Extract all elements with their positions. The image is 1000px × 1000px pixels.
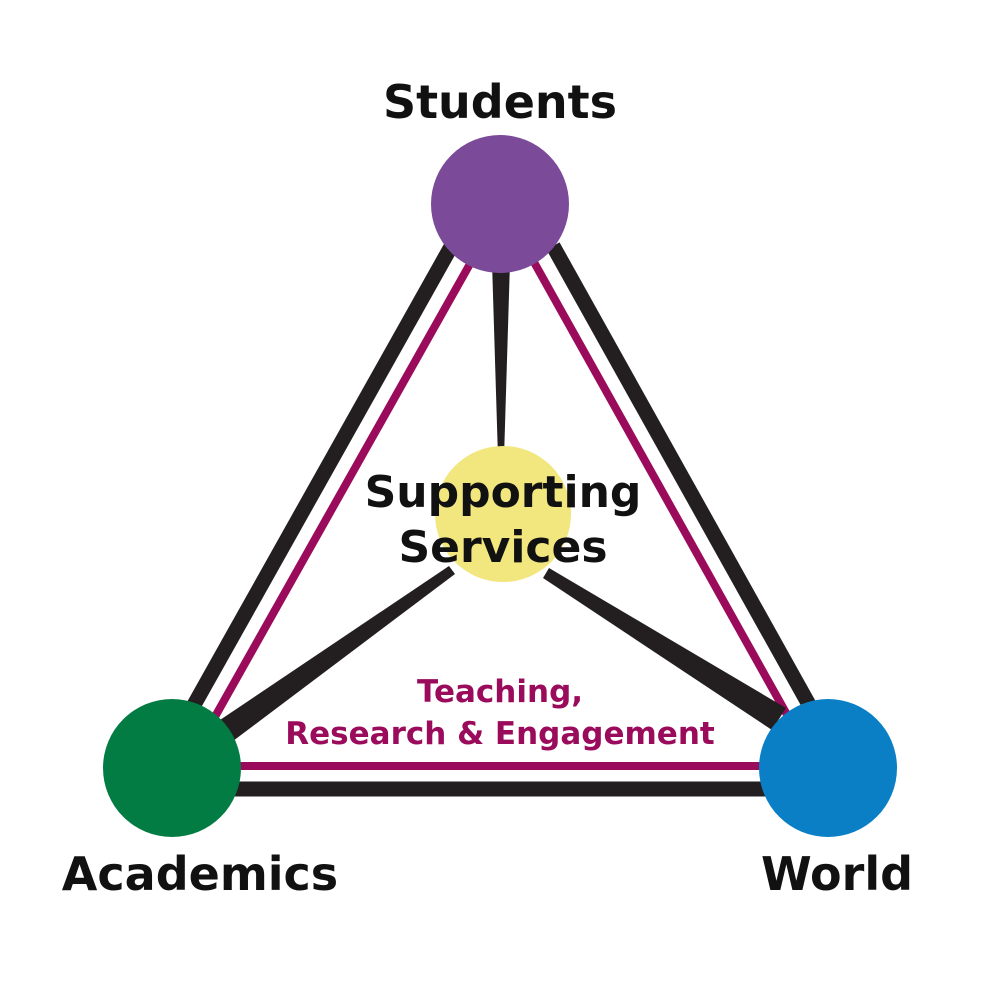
center-label-line2: Services: [398, 522, 607, 573]
inner-edges: [208, 253, 794, 770]
world-node: [759, 699, 897, 837]
students-node: [431, 135, 569, 273]
inner-edge-students-world: [526, 253, 794, 722]
inner-edge-students-academics: [208, 253, 479, 724]
edge-students-world: [546, 242, 819, 714]
academics-label: Academics: [62, 847, 338, 901]
academics-node: [103, 699, 241, 837]
center-node: [435, 446, 571, 582]
students-label: Students: [383, 75, 617, 129]
spoke-world: [543, 568, 786, 730]
spoke-students: [492, 262, 510, 458]
spoke-academics: [217, 566, 455, 744]
inner-label-line1: Teaching,: [417, 674, 583, 710]
inner-label-line2: Research & Engagement: [285, 716, 715, 752]
outer-edges: [183, 241, 819, 797]
center-label-line1: Supporting: [365, 467, 642, 518]
edge-students-academics: [183, 241, 459, 716]
spokes: [217, 262, 786, 744]
world-label: World: [761, 847, 913, 901]
